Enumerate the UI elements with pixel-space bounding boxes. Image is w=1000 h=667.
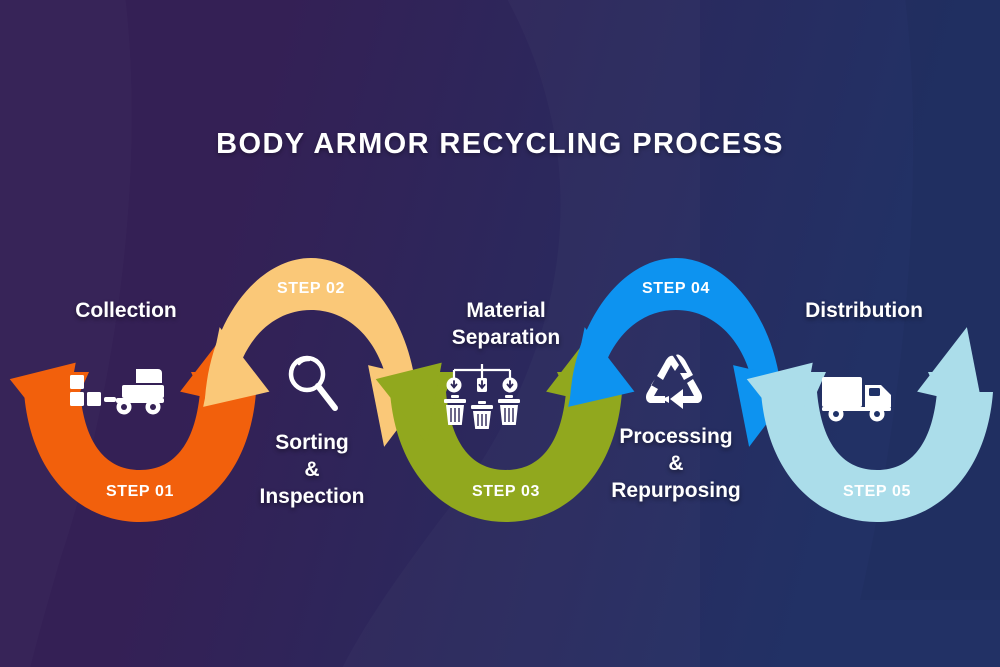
icon-slot-step-04 [643,352,709,410]
magnifying-glass-icon [288,355,338,411]
icon-slot-step-03 [441,359,523,429]
delivery-truck-icon [822,377,891,422]
arrow-step-05 [746,327,993,522]
waste-sorting-bins-icon [444,364,520,429]
icon-slot-step-01 [66,363,170,425]
flatbed-truck-with-boxes-icon [70,369,164,415]
icon-slot-step-02 [281,350,343,416]
icon-slot-step-05 [820,372,906,424]
page-title: BODY ARMOR RECYCLING PROCESS [216,128,784,160]
recycling-symbol-icon [646,354,702,409]
